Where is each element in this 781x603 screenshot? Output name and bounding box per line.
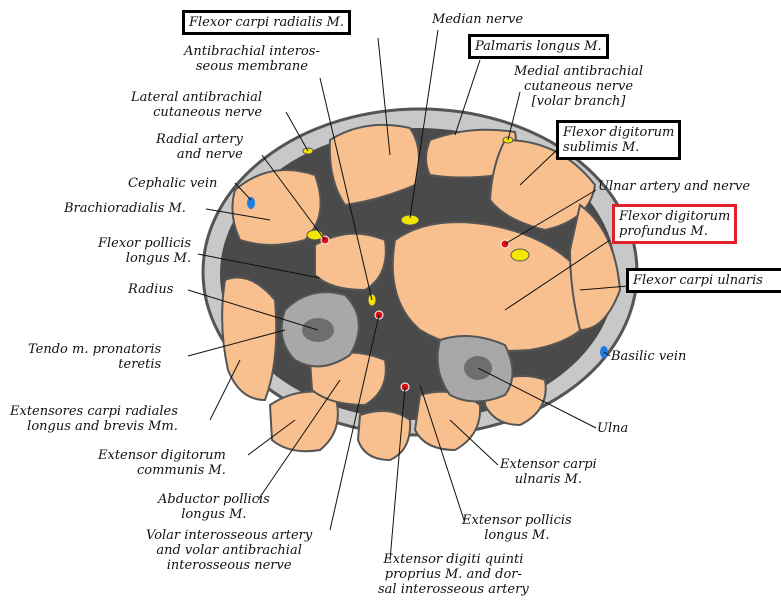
- label-flexor-digitorum-sublimis: Flexor digitorum sublimis M.: [556, 120, 681, 160]
- label-basilic-vein: Basilic vein: [611, 349, 686, 364]
- radial-nerve-dot: [307, 230, 323, 240]
- cephalic-vein-dot: [247, 197, 255, 209]
- label-extensor-pollicis-longus: Extensor pollicis longus M.: [462, 513, 572, 543]
- label-lateral-antibrachial-cutaneous-nerve: Lateral antibrachial cutaneous nerve: [131, 90, 262, 120]
- label-abductor-pollicis-longus: Abductor pollicis longus M.: [158, 492, 270, 522]
- label-medial-antibrachial-cutaneous-nerve: Medial antibrachial cutaneous nerve [vol…: [514, 64, 643, 109]
- label-radial-artery-and-nerve: Radial artery and nerve: [156, 132, 243, 162]
- label-flexor-pollicis-longus: Flexor pollicis longus M.: [98, 236, 191, 266]
- label-flexor-carpi-radialis: Flexor carpi radialis M.: [182, 10, 351, 35]
- label-ulna: Ulna: [597, 421, 628, 436]
- label-flexor-digitorum-profundus: Flexor digitorum profundus M.: [612, 204, 737, 244]
- label-brachioradialis: Brachioradialis M.: [64, 201, 186, 216]
- label-tendo-pronatoris-teretis: Tendo m. pronatoris teretis: [28, 342, 161, 372]
- label-extensor-digitorum-communis: Extensor digitorum communis M.: [98, 448, 226, 478]
- ulnar-nerve-dot: [511, 249, 529, 261]
- label-flexor-carpi-ulnaris: Flexor carpi ulnaris: [626, 268, 781, 293]
- label-ulnar-artery-and-nerve: Ulnar artery and nerve: [598, 179, 750, 194]
- extensor-carpi-radiales-belly: [222, 278, 276, 401]
- label-volar-interosseous-artery: Volar interosseous artery and volar anti…: [146, 528, 312, 573]
- label-radius: Radius: [128, 282, 173, 297]
- label-palmaris-longus: Palmaris longus M.: [468, 34, 609, 59]
- label-extensor-carpi-ulnaris: Extensor carpi ulnaris M.: [500, 457, 597, 487]
- label-antibrachial-interosseous-membrane: Antibrachial interos- seous membrane: [184, 44, 320, 74]
- label-extensores-carpi-radiales: Extensores carpi radiales longus and bre…: [10, 404, 178, 434]
- label-median-nerve: Median nerve: [432, 12, 523, 27]
- extensor-digitorum-communis-belly: [270, 392, 338, 452]
- label-cephalic-vein: Cephalic vein: [128, 176, 217, 191]
- label-extensor-digiti-quinti: Extensor digiti quinti proprius M. and d…: [378, 552, 529, 597]
